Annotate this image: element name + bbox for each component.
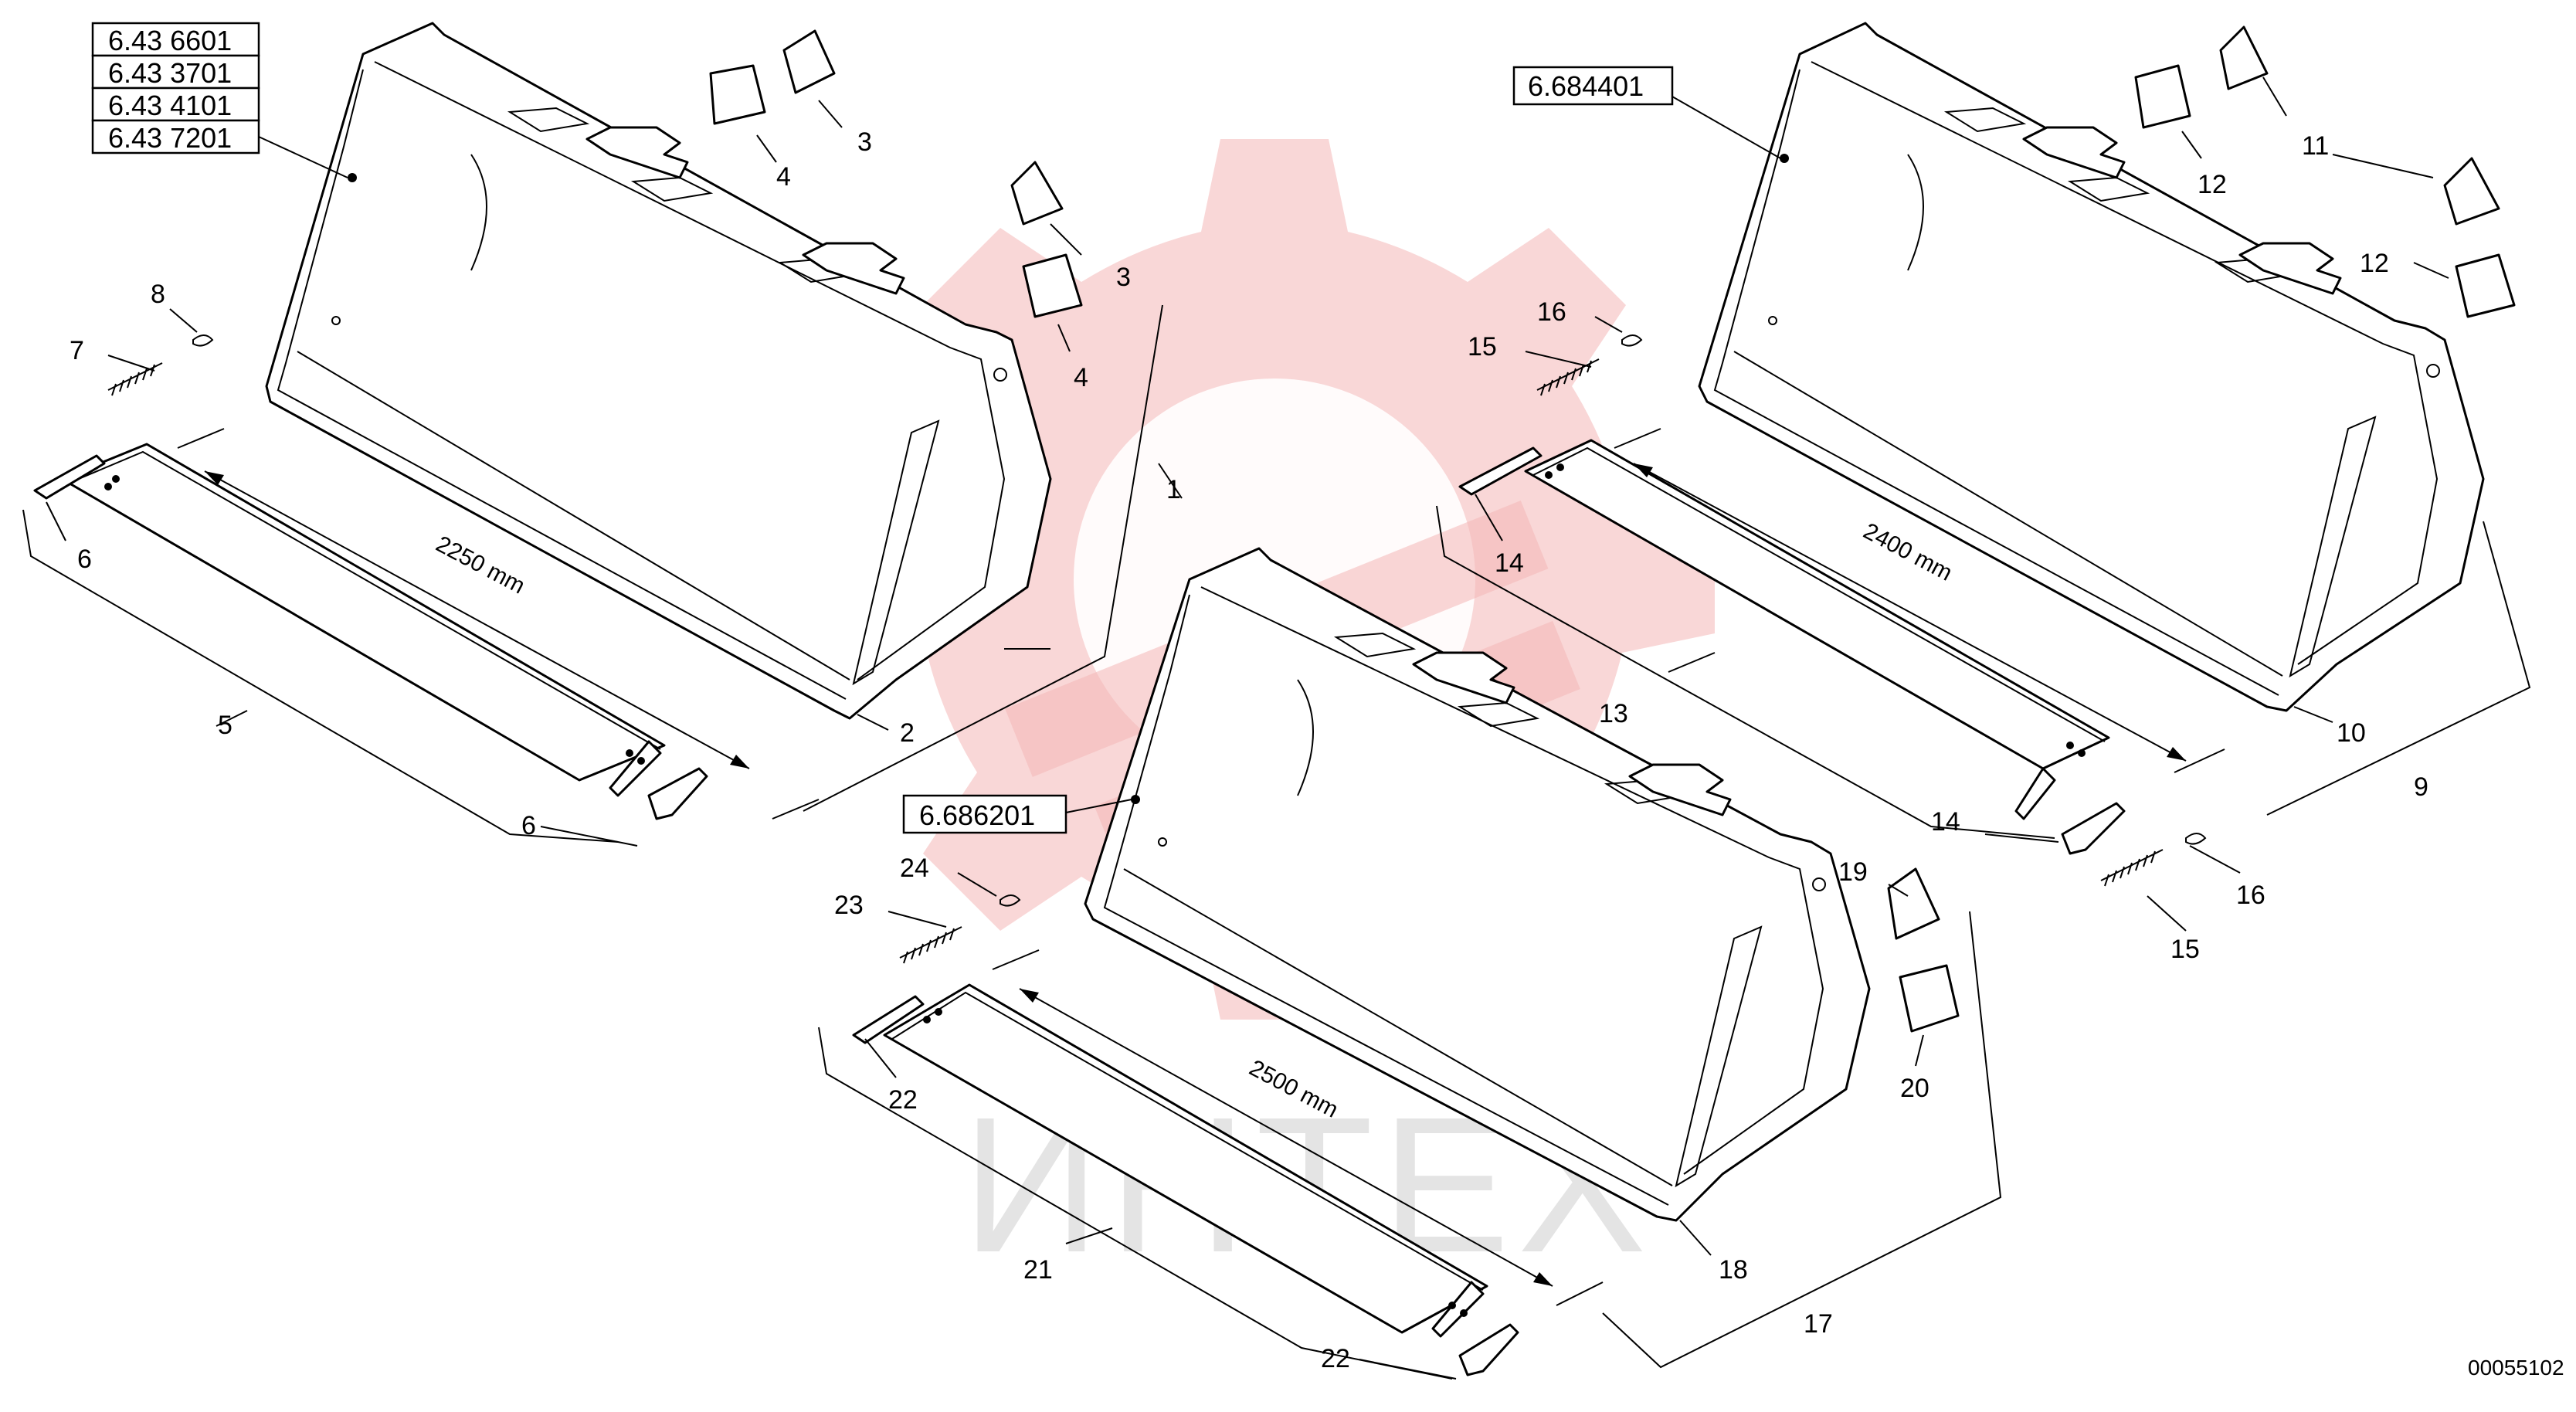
- callout-label: 21: [1023, 1255, 1053, 1285]
- bucket-c: [1084, 547, 1871, 1222]
- callout-label: 20: [1900, 1074, 1929, 1103]
- callout-label: 12: [2198, 170, 2227, 199]
- wear-block-12a: [2134, 64, 2191, 129]
- bucket-b-reference-codes: 6.684401: [1512, 66, 1781, 159]
- callout-label: 5: [218, 711, 232, 740]
- callout-label: 16: [1537, 297, 1566, 327]
- reference-code: 6.43 3701: [108, 57, 232, 89]
- bucket-b-spring-lower: [2100, 849, 2164, 887]
- wear-block-3a: [782, 29, 836, 94]
- bucket-c-body: [1084, 547, 1871, 1222]
- bucket-b-cutting-edge: [1458, 439, 2126, 855]
- document-number: 00055102: [2468, 1356, 2564, 1380]
- callouts-b: 9 10 11 12 12 13 14 14 15 15 16 16: [1468, 131, 2428, 964]
- callout-label: 1: [1166, 475, 1181, 504]
- wear-block-11a: [2219, 25, 2269, 90]
- bucket-b-clip-lower: [2185, 833, 2207, 845]
- callout-label: 23: [834, 891, 864, 920]
- callout-label: 24: [900, 854, 929, 883]
- callout-label: 14: [1931, 807, 1960, 837]
- callout-label: 16: [2236, 881, 2265, 910]
- bucket-a: [265, 22, 1052, 720]
- reference-code: 6.43 7201: [108, 122, 232, 154]
- bucket-c-cutting-edge: [852, 983, 1519, 1376]
- callout-label: 6: [521, 811, 536, 840]
- callout-label: 13: [1599, 699, 1628, 728]
- callout-label: 22: [888, 1085, 918, 1115]
- bucket-b-wear-blocks: [2134, 25, 2516, 318]
- callout-label: 4: [776, 162, 791, 192]
- callout-label: 6: [77, 545, 92, 574]
- bucket-c-spring: [899, 926, 962, 964]
- bucket-a-body: [265, 22, 1052, 720]
- wear-block-12b: [2455, 253, 2516, 318]
- reference-code: 6.684401: [1528, 70, 1644, 102]
- dimension-label: 2250 mm: [432, 531, 529, 599]
- callout-label: 15: [2170, 935, 2200, 964]
- bucket-a-spring: [107, 362, 163, 396]
- callouts-a: 1 2 3 3 4 4 5 6 6 7 8: [70, 127, 1181, 840]
- reference-code: 6.686201: [919, 799, 1035, 831]
- callouts-c: 17 18 19 20 21 22 22 23 24: [834, 854, 1929, 1373]
- callout-label: 3: [1116, 263, 1131, 292]
- callout-label: 15: [1468, 332, 1497, 361]
- callout-label: 18: [1719, 1255, 1748, 1285]
- callout-label: 9: [2414, 772, 2428, 802]
- callout-label: 8: [151, 280, 165, 309]
- callout-label: 3: [857, 127, 872, 157]
- bucket-b-clip-upper: [1621, 334, 1643, 347]
- bucket-a-clip: [192, 334, 214, 347]
- wear-block-3b: [1010, 161, 1064, 226]
- reference-code: 6.43 6601: [108, 25, 232, 56]
- bucket-b: [1698, 22, 2485, 712]
- callout-label: 11: [2302, 131, 2329, 161]
- wear-block-20: [1899, 964, 1960, 1033]
- wear-block-4b: [1022, 253, 1083, 318]
- bucket-c-clip: [1000, 894, 1021, 907]
- callout-label: 10: [2337, 718, 2366, 748]
- callout-label: 7: [70, 336, 84, 365]
- callout-label: 14: [1495, 548, 1524, 578]
- wear-block-19: [1887, 867, 1940, 940]
- bucket-a-reference-codes: 6.43 6601 6.43 3701 6.43 4101 6.43 7201: [91, 22, 348, 178]
- assembly-brackets: [22, 76, 2531, 1380]
- bucket-b-body: [1698, 22, 2485, 712]
- callout-label: 22: [1321, 1344, 1350, 1373]
- callout-label: 19: [1838, 857, 1868, 887]
- wear-block-11b: [2443, 157, 2500, 226]
- bucket-a-wear-blocks: [709, 29, 1083, 318]
- bucket-a-cutting-edge: [33, 443, 708, 820]
- reference-code: 6.43 4101: [108, 90, 232, 121]
- callout-label: 2: [900, 718, 915, 748]
- bucket-b-spring-upper: [1536, 358, 1600, 396]
- callout-label: 12: [2360, 249, 2389, 278]
- wear-block-4a: [709, 64, 766, 125]
- bucket-c-wear-blocks: [1887, 867, 1960, 1033]
- callout-label: 4: [1074, 363, 1088, 392]
- callout-label: 17: [1804, 1309, 1833, 1339]
- bucket-c-reference-codes: 6.686201: [902, 794, 1132, 834]
